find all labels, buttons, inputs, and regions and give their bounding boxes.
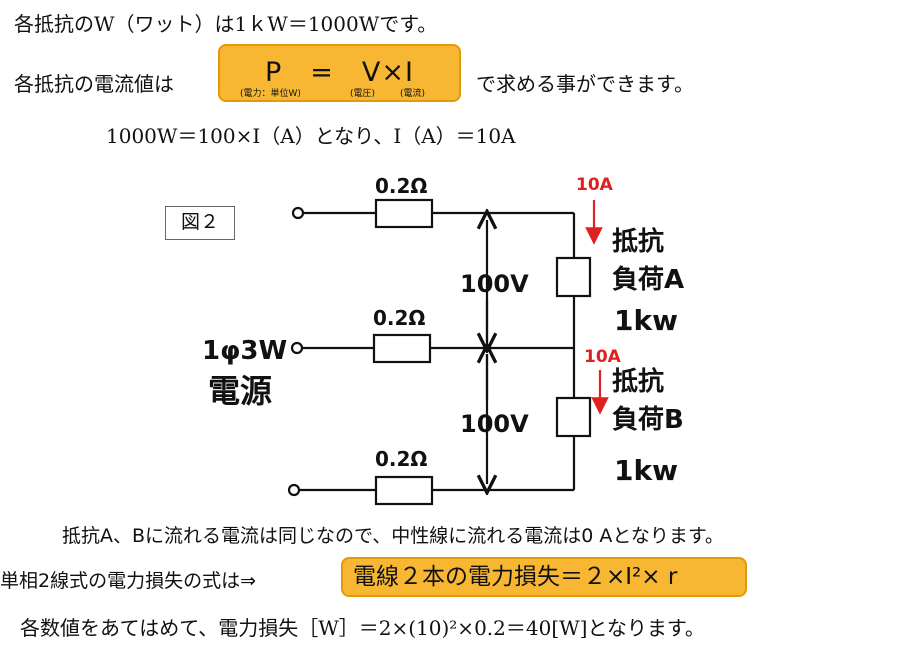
power-formula: P = V×I — [265, 57, 414, 88]
current-calc-text: 1000W＝100×I（A）となり、I（A）＝10A — [106, 124, 516, 148]
load-b-box — [555, 396, 592, 438]
formula-sub-power: (電力：単位W) — [240, 89, 301, 99]
loss-formula-box: 電線２本の電力損失＝２×I²× r — [341, 557, 747, 597]
resistor-bottom-label: 0.2Ω — [375, 447, 427, 471]
current-text-before: 各抵抗の電流値は — [14, 72, 174, 96]
formula-sub-voltage: (電圧) — [350, 89, 376, 99]
current-text-after: で求める事ができます。 — [476, 72, 694, 96]
voltage-label-bottom: 100V — [460, 410, 529, 438]
loss-formula-intro: 単相2線式の電力損失の式は⇒ — [0, 570, 257, 592]
load-a-label-1: 抵抗 — [612, 226, 664, 257]
neutral-current-text: 抵抗A、Bに流れる電流は同じなので、中性線に流れる電流は0 Aとなります。 — [62, 525, 724, 547]
load-a-label-3: 1kw — [614, 304, 678, 337]
load-b-label-2: 負荷B — [612, 405, 684, 435]
resistor-middle-label: 0.2Ω — [373, 306, 425, 330]
load-b-label-1: 抵抗 — [612, 366, 664, 397]
load-a-box — [555, 256, 592, 298]
load-b-label-3: 1kw — [614, 454, 678, 487]
source-label-2: 電源 — [208, 372, 272, 410]
formula-sub-current: (電流) — [400, 89, 426, 99]
terminal-middle — [290, 341, 304, 355]
power-formula-box: P = V×I (電力：単位W) (電圧) (電流) — [218, 44, 461, 102]
loss-result-text: 各数値をあてはめて、電力損失［W］＝2×(10)²×0.2＝40[W]となります… — [20, 616, 705, 640]
load-a-label-2: 負荷A — [612, 265, 684, 295]
resistor-top — [374, 198, 434, 229]
current-label-top: 10A — [576, 175, 614, 195]
resistor-middle — [372, 333, 432, 364]
resistor-bottom — [374, 475, 434, 506]
intro-text-watt: 各抵抗のW（ワット）は1ｋW＝1000Wです。 — [14, 12, 438, 36]
voltage-label-top: 100V — [460, 270, 529, 298]
source-label-1: 1φ3W — [202, 336, 287, 366]
figure-label: 図２ — [165, 206, 235, 240]
terminal-bottom — [287, 483, 301, 497]
current-label-bottom: 10A — [584, 347, 622, 367]
terminal-top — [291, 206, 305, 220]
resistor-top-label: 0.2Ω — [375, 174, 427, 198]
